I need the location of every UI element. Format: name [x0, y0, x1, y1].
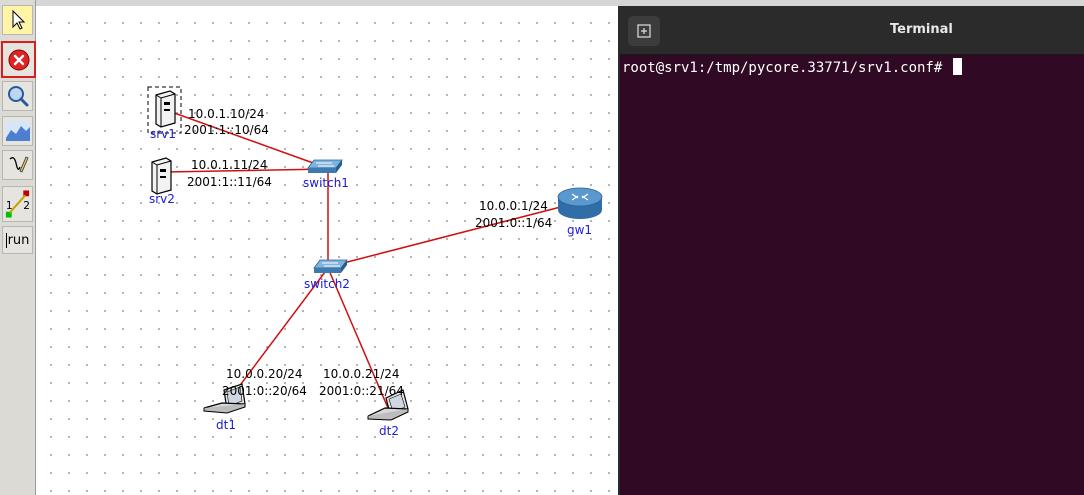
node-dt2[interactable]: dt2: [367, 389, 409, 438]
graph-icon: [5, 121, 30, 141]
laptop-icon: [367, 389, 409, 421]
dt2-ipv6: 2001:0::21/64: [319, 384, 404, 398]
links: [165, 109, 581, 409]
magnifier-icon: [7, 86, 28, 107]
switch2-label: switch2: [304, 277, 350, 291]
node-switch2[interactable]: switch2: [304, 259, 350, 291]
node-gw1[interactable]: gw1: [557, 187, 603, 237]
srv1-ipv6: 2001:1::10/64: [184, 123, 269, 137]
run-tool-button[interactable]: run: [2, 226, 33, 254]
node-srv2[interactable]: srv2: [149, 157, 175, 206]
srv1-ipv4: 10.0.1.10/24: [188, 107, 265, 121]
terminal-header: Terminal: [620, 6, 1084, 55]
link-switch2-gw1[interactable]: [327, 201, 581, 268]
two-node-link-icon: 1 2: [5, 190, 30, 218]
srv1-label: srv1: [150, 127, 176, 141]
gw1-ipv4: 10.0.0.1/24: [479, 199, 548, 213]
topology-canvas[interactable]: srv1 10.0.1.10/24 2001:1::10/64 srv2 10.…: [36, 0, 618, 495]
pencil-icon: [9, 156, 29, 173]
dt1-ipv4: 10.0.0.20/24: [226, 367, 303, 381]
srv2-ipv6: 2001:1::11/64: [187, 175, 272, 189]
plot-button[interactable]: [2, 116, 33, 146]
run-text-icon: run: [5, 232, 30, 248]
dt1-label: dt1: [216, 418, 236, 432]
terminal-title: Terminal: [890, 22, 953, 37]
terminal-window[interactable]: Terminal root@srv1:/tmp/pycore.33771/srv…: [618, 6, 1084, 495]
toolbar: 1 2 run: [0, 0, 36, 495]
switch-icon: [307, 159, 343, 173]
select-tool-button[interactable]: [2, 5, 33, 35]
node-switch1[interactable]: switch1: [303, 159, 349, 190]
new-tab-icon: [637, 24, 651, 38]
node-srv1[interactable]: srv1: [147, 86, 182, 141]
link-switch2-dt1[interactable]: [225, 267, 329, 405]
two-node-tool-button[interactable]: 1 2: [2, 186, 33, 222]
gw1-label: gw1: [567, 223, 592, 237]
pointer-arrow-icon: [12, 9, 25, 30]
dt2-label: dt2: [379, 424, 399, 438]
new-tab-button[interactable]: [628, 16, 660, 46]
terminal-output[interactable]: root@srv1:/tmp/pycore.33771/srv1.conf#: [622, 58, 1084, 76]
dt2-ipv4: 10.0.0.21/24: [323, 367, 400, 381]
terminal-cursor: [952, 58, 962, 75]
link-srv2-switch1[interactable]: [165, 168, 328, 173]
node-dt1[interactable]: dt1: [203, 383, 246, 432]
switch1-label: switch1: [303, 176, 349, 190]
server-icon: [155, 90, 176, 128]
observer-button[interactable]: [2, 81, 33, 111]
stop-x-icon: [8, 49, 29, 70]
marker-button[interactable]: [2, 150, 33, 180]
gw1-ipv6: 2001:0::1/64: [475, 216, 552, 230]
selection-box: [147, 86, 182, 134]
router-icon: [557, 187, 603, 219]
laptop-icon: [203, 383, 246, 414]
topology-drawing: srv1 10.0.1.10/24 2001:1::10/64 srv2 10.…: [147, 86, 603, 438]
switch-icon: [313, 259, 348, 273]
server-icon: [151, 157, 172, 195]
terminal-prompt: root@srv1:/tmp/pycore.33771/srv1.conf#: [622, 60, 951, 76]
srv2-label: srv2: [149, 192, 175, 206]
stop-session-button[interactable]: [1, 41, 36, 78]
link-srv1-switch1[interactable]: [165, 109, 328, 169]
link-switch2-dt2[interactable]: [327, 267, 389, 409]
srv2-ipv4: 10.0.1.11/24: [191, 158, 268, 172]
two-node-label-2: 2: [23, 199, 30, 212]
two-node-label-1: 1: [6, 199, 13, 212]
dt1-ipv6: 2001:0::20/64: [222, 384, 307, 398]
